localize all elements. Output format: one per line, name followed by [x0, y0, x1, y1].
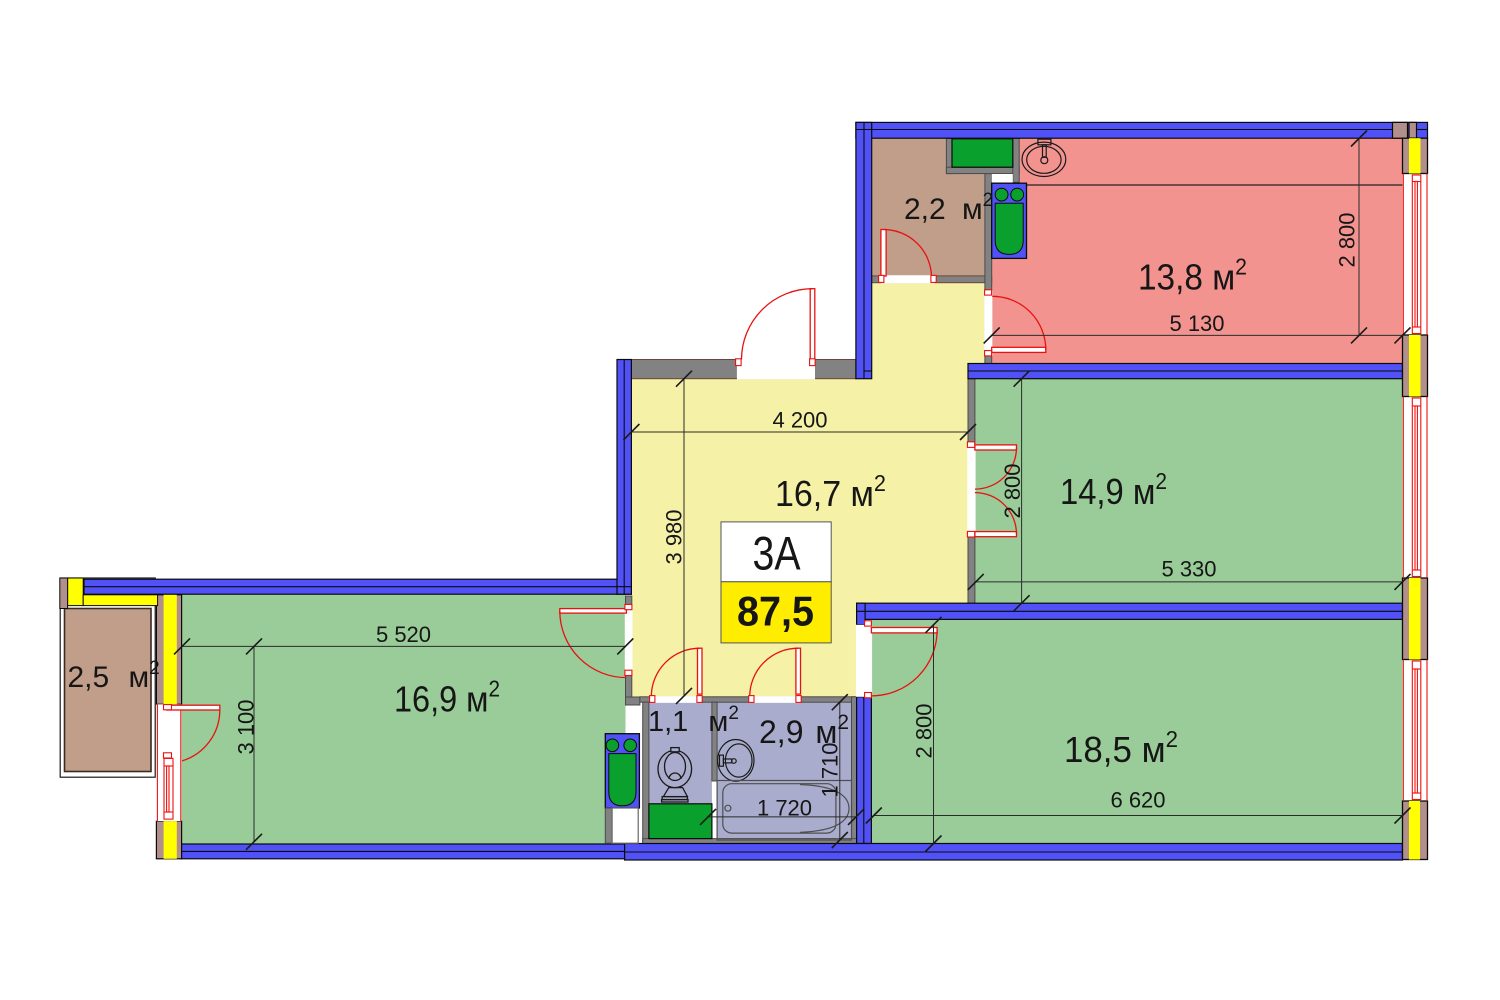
svg-text:13,8 м2: 13,8 м2 — [1138, 254, 1247, 298]
svg-text:16,7 м2: 16,7 м2 — [775, 470, 886, 514]
svg-text:6 620: 6 620 — [1110, 788, 1165, 813]
svg-text:2,5 м2: 2,5 м2 — [68, 658, 160, 694]
svg-text:16,9 м2: 16,9 м2 — [394, 676, 500, 720]
svg-text:18,5 м2: 18,5 м2 — [1064, 726, 1178, 770]
svg-text:3 980: 3 980 — [662, 509, 687, 564]
svg-text:2,2 м2: 2,2 м2 — [904, 190, 993, 226]
svg-text:3А: 3А — [753, 526, 802, 579]
svg-text:2,9 м2: 2,9 м2 — [759, 711, 849, 750]
svg-text:5 520: 5 520 — [376, 622, 431, 647]
svg-text:3 100: 3 100 — [234, 699, 259, 754]
svg-text:2 800: 2 800 — [912, 703, 937, 758]
svg-text:1,1 м2: 1,1 м2 — [648, 703, 739, 738]
svg-text:2 800: 2 800 — [1000, 463, 1025, 518]
svg-text:4 200: 4 200 — [772, 408, 827, 433]
svg-text:2 800: 2 800 — [1335, 212, 1360, 267]
svg-text:1 710: 1 710 — [818, 742, 843, 797]
svg-text:14,9 м2: 14,9 м2 — [1060, 468, 1167, 512]
svg-text:87,5: 87,5 — [737, 587, 814, 634]
svg-text:1 720: 1 720 — [757, 796, 812, 821]
svg-text:5 130: 5 130 — [1169, 311, 1224, 336]
svg-text:5 330: 5 330 — [1161, 557, 1216, 582]
